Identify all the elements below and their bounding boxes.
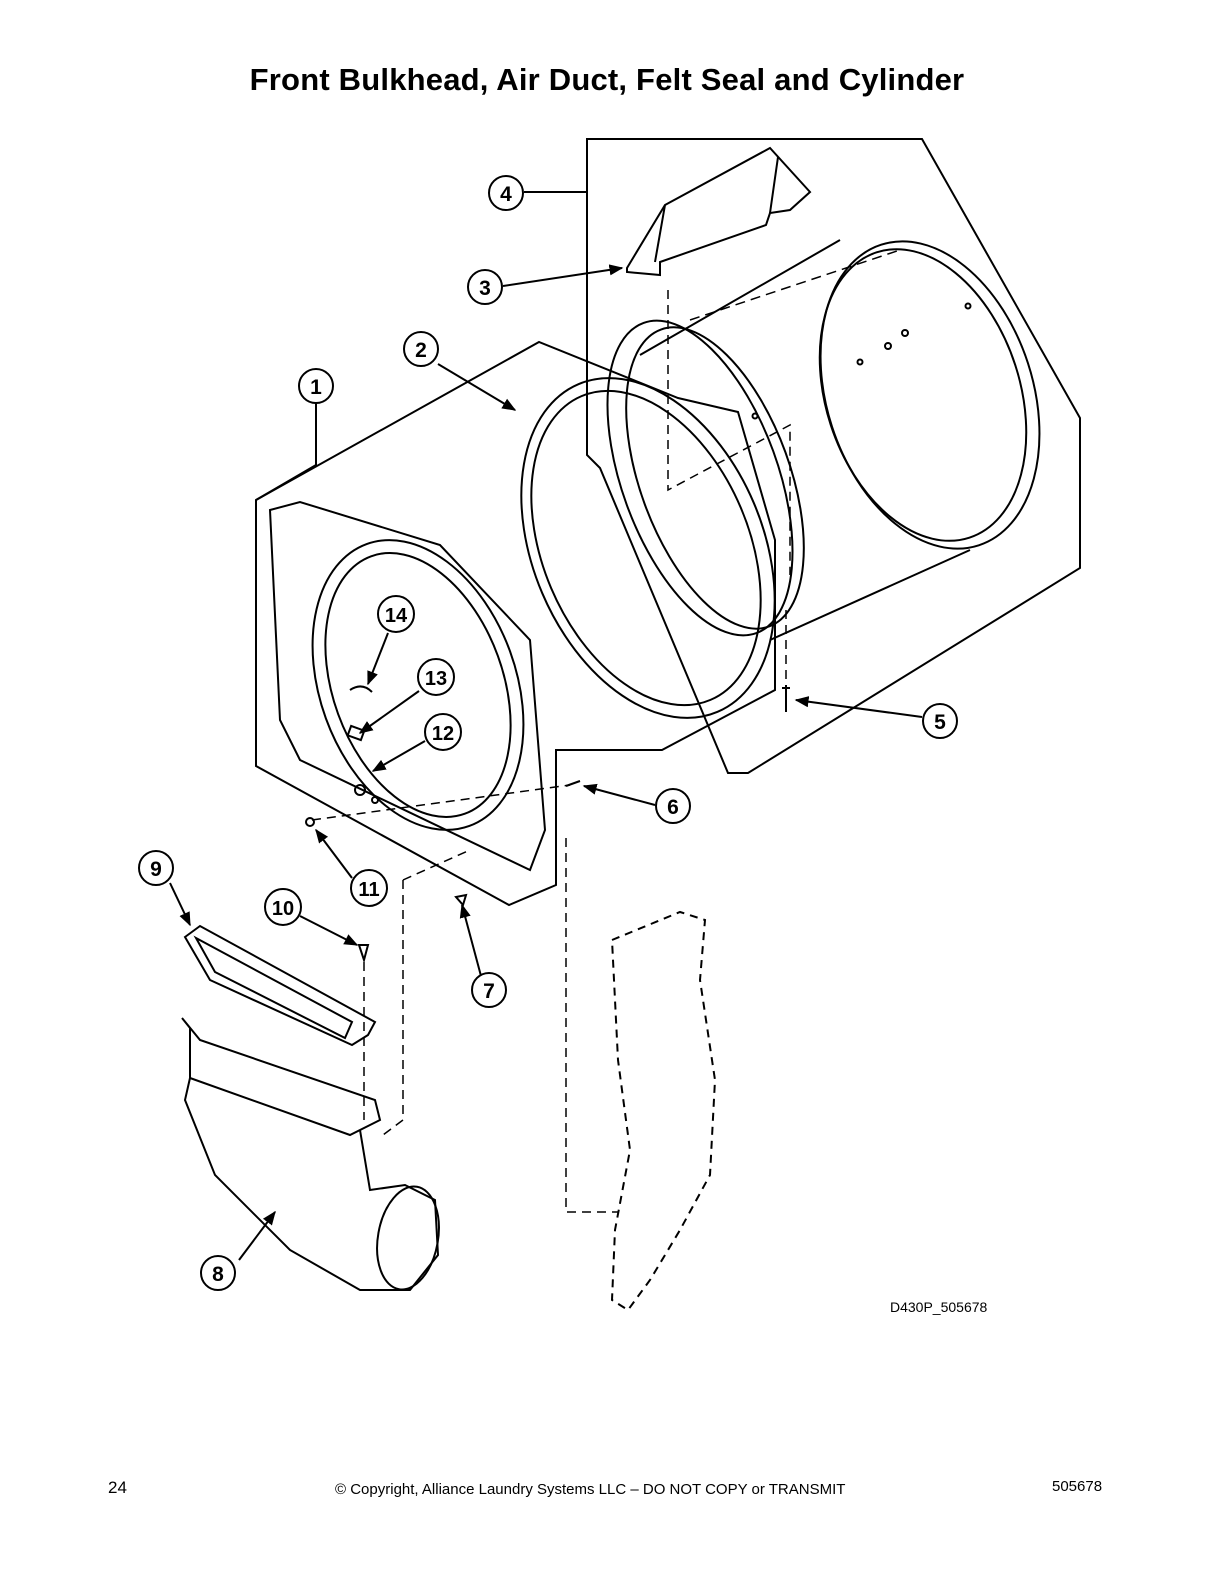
svg-text:14: 14: [385, 605, 408, 627]
side-panel-phantom: [610, 910, 717, 1312]
callout-1: 1: [298, 368, 334, 404]
cylinder-group-outline: [586, 138, 1081, 774]
document-number: 505678: [1052, 1478, 1103, 1495]
svg-text:5: 5: [934, 711, 946, 734]
page-number: 24: [108, 1478, 127, 1497]
callout-8: 8: [200, 1255, 236, 1291]
svg-text:1: 1: [310, 376, 322, 399]
svg-text:2: 2: [415, 339, 427, 362]
callout-12: 12: [424, 713, 462, 751]
lint-filter: [183, 924, 377, 1047]
drawing-code: D430P_505678: [890, 1299, 988, 1315]
page-title: Front Bulkhead, Air Duct, Felt Seal and …: [249, 62, 965, 97]
svg-text:8: 8: [212, 1263, 224, 1286]
callout-leaders: [169, 191, 923, 1261]
svg-text:4: 4: [500, 183, 512, 206]
air-duct: [626, 146, 812, 277]
callout-4: 4: [488, 175, 524, 211]
callout-2: 2: [403, 331, 439, 367]
svg-text:9: 9: [150, 858, 162, 881]
cylinder-drum: [606, 239, 1041, 641]
callout-10: 10: [264, 888, 302, 926]
callout-11: 11: [350, 869, 388, 907]
lower-air-duct: [181, 1017, 440, 1291]
svg-text:11: 11: [358, 879, 379, 901]
callout-bubbles: 1 2 3 4 5 6 7 8 9 10 11 12 13 14: [138, 175, 958, 1291]
svg-text:13: 13: [425, 668, 447, 690]
callout-14: 14: [377, 595, 415, 633]
copyright-notice: © Copyright, Alliance Laundry Systems LL…: [335, 1481, 846, 1498]
assembly-guide-lines: [311, 290, 791, 1213]
svg-text:12: 12: [432, 723, 454, 745]
callout-3: 3: [467, 269, 503, 305]
felt-seal: [520, 377, 776, 719]
callout-13: 13: [417, 658, 455, 696]
screw-items: [305, 685, 790, 964]
callout-5: 5: [922, 703, 958, 739]
callout-9: 9: [138, 850, 174, 886]
svg-text:3: 3: [479, 277, 491, 300]
callout-7: 7: [471, 972, 507, 1008]
front-bulkhead: [268, 500, 547, 872]
svg-text:7: 7: [483, 980, 495, 1003]
svg-text:6: 6: [667, 796, 679, 819]
svg-text:10: 10: [272, 898, 294, 920]
callout-6: 6: [655, 788, 691, 824]
